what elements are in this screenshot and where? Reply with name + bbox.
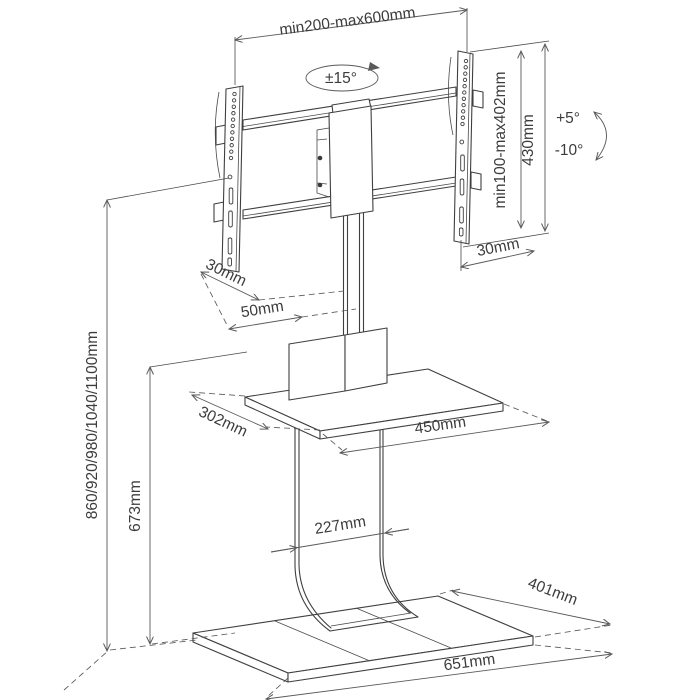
shelf-height-label: 673mm: [127, 480, 144, 532]
mount-bracket-rear: [316, 127, 330, 198]
stand-heights-label: 860/920/980/1040/1100mm: [84, 331, 101, 519]
rail-tab: [213, 201, 225, 223]
bracket-width-label: min200-max600mm: [278, 4, 416, 38]
mount-head-plate: [328, 98, 374, 219]
dim-shelf-height: 673mm: [127, 351, 248, 644]
dim-tilt-angle: +5° -10°: [555, 110, 607, 160]
swivel-angle-label: ±15°: [325, 70, 357, 87]
dim-pole-offset: 50mm: [229, 298, 357, 329]
bracket-height-label: 430mm: [520, 114, 537, 166]
rail-tab: [470, 171, 482, 191]
rail-holes: [459, 58, 469, 145]
column-width-label: 227mm: [313, 513, 367, 538]
dim-base-width: 651mm: [266, 644, 612, 699]
rail-slots: [227, 187, 234, 267]
vesa-rail-left: [213, 85, 244, 273]
column-collar: [288, 327, 388, 401]
rail-tab: [472, 89, 484, 109]
dim-vesa-height: min100-max402mm 430mm: [462, 40, 550, 248]
support-poles: [342, 211, 365, 339]
pole-offset-label: 50mm: [240, 298, 285, 322]
base-width-label: 651mm: [443, 651, 496, 675]
swivel-arc-right: [448, 56, 454, 136]
swivel-arrowhead: [368, 62, 380, 71]
tilt-arrow: [594, 112, 607, 160]
rail-holes: [227, 91, 237, 180]
base-depth-label: 401mm: [525, 575, 579, 609]
dim-stand-heights: 860/920/980/1040/1100mm: [63, 177, 230, 691]
dim-column-width: 227mm: [270, 513, 410, 552]
rail-depth-right-label: 30mm: [475, 235, 521, 260]
swivel-arrow-ellipse: [305, 64, 379, 92]
swivel-arc-left: [214, 91, 221, 179]
rail-slots: [458, 154, 465, 237]
dim-swivel-angle: ±15°: [305, 62, 380, 92]
tilt-up-label: +5°: [556, 110, 580, 127]
vesa-height-label: min100-max402mm: [492, 72, 509, 209]
dim-rail-depth-right: 30mm: [461, 235, 534, 271]
vesa-rail-right: [453, 50, 484, 245]
column: [294, 385, 419, 632]
tilt-down-label: -10°: [555, 142, 584, 159]
